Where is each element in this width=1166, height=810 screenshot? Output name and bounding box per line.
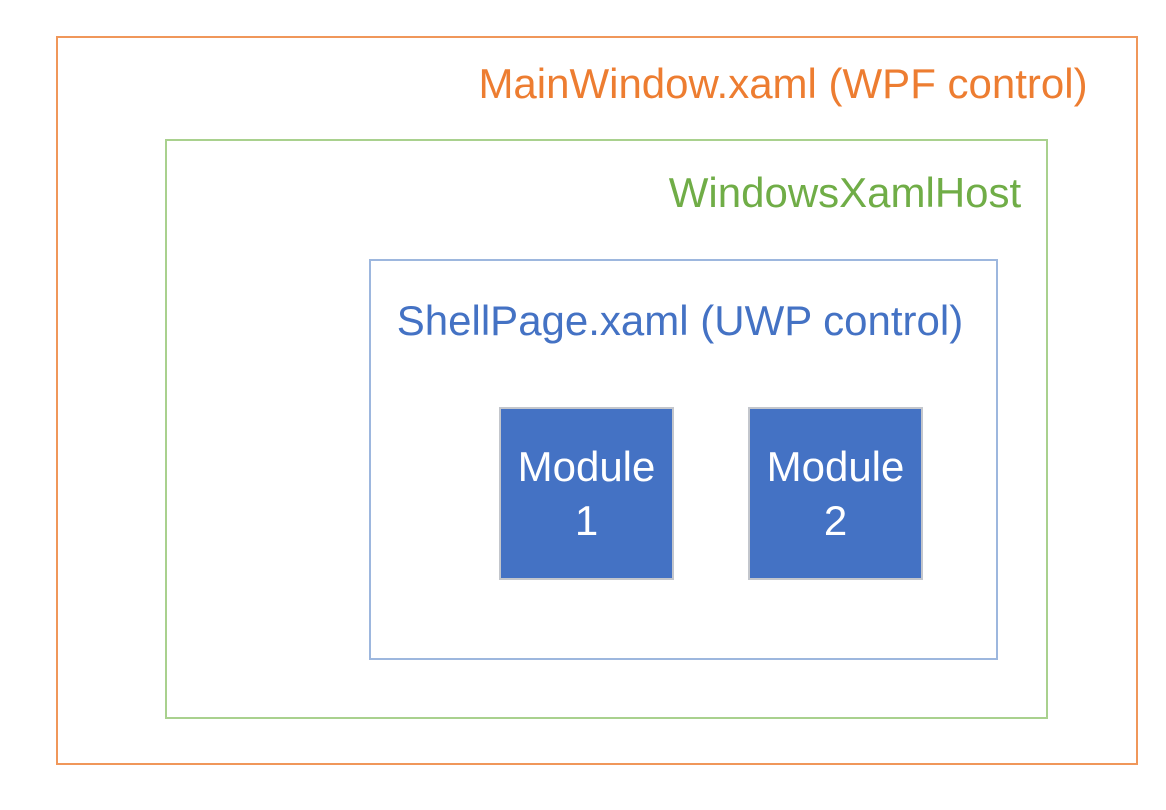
shell-page-uwp-box: ShellPage.xaml (UWP control) Module 1 Mo… (369, 259, 998, 660)
module-2-label: Module 2 (767, 440, 905, 548)
module-1-label-line1: Module (517, 442, 656, 490)
module-2-box: Module 2 (748, 407, 923, 580)
windows-xaml-host-label: WindowsXamlHost (668, 169, 1022, 216)
module-1-box: Module 1 (499, 407, 674, 580)
module-1-label-line2: 1 (574, 496, 599, 544)
module-2-label-line1: Module (766, 442, 905, 490)
main-window-wpf-label: MainWindow.xaml (WPF control) (478, 60, 1088, 107)
main-window-wpf-box: MainWindow.xaml (WPF control) WindowsXam… (56, 36, 1138, 765)
windows-xaml-host-box: WindowsXamlHost ShellPage.xaml (UWP cont… (165, 139, 1048, 719)
shell-page-uwp-label: ShellPage.xaml (UWP control) (396, 297, 964, 344)
module-1-label: Module 1 (518, 440, 656, 548)
module-2-label-line2: 2 (823, 496, 848, 544)
